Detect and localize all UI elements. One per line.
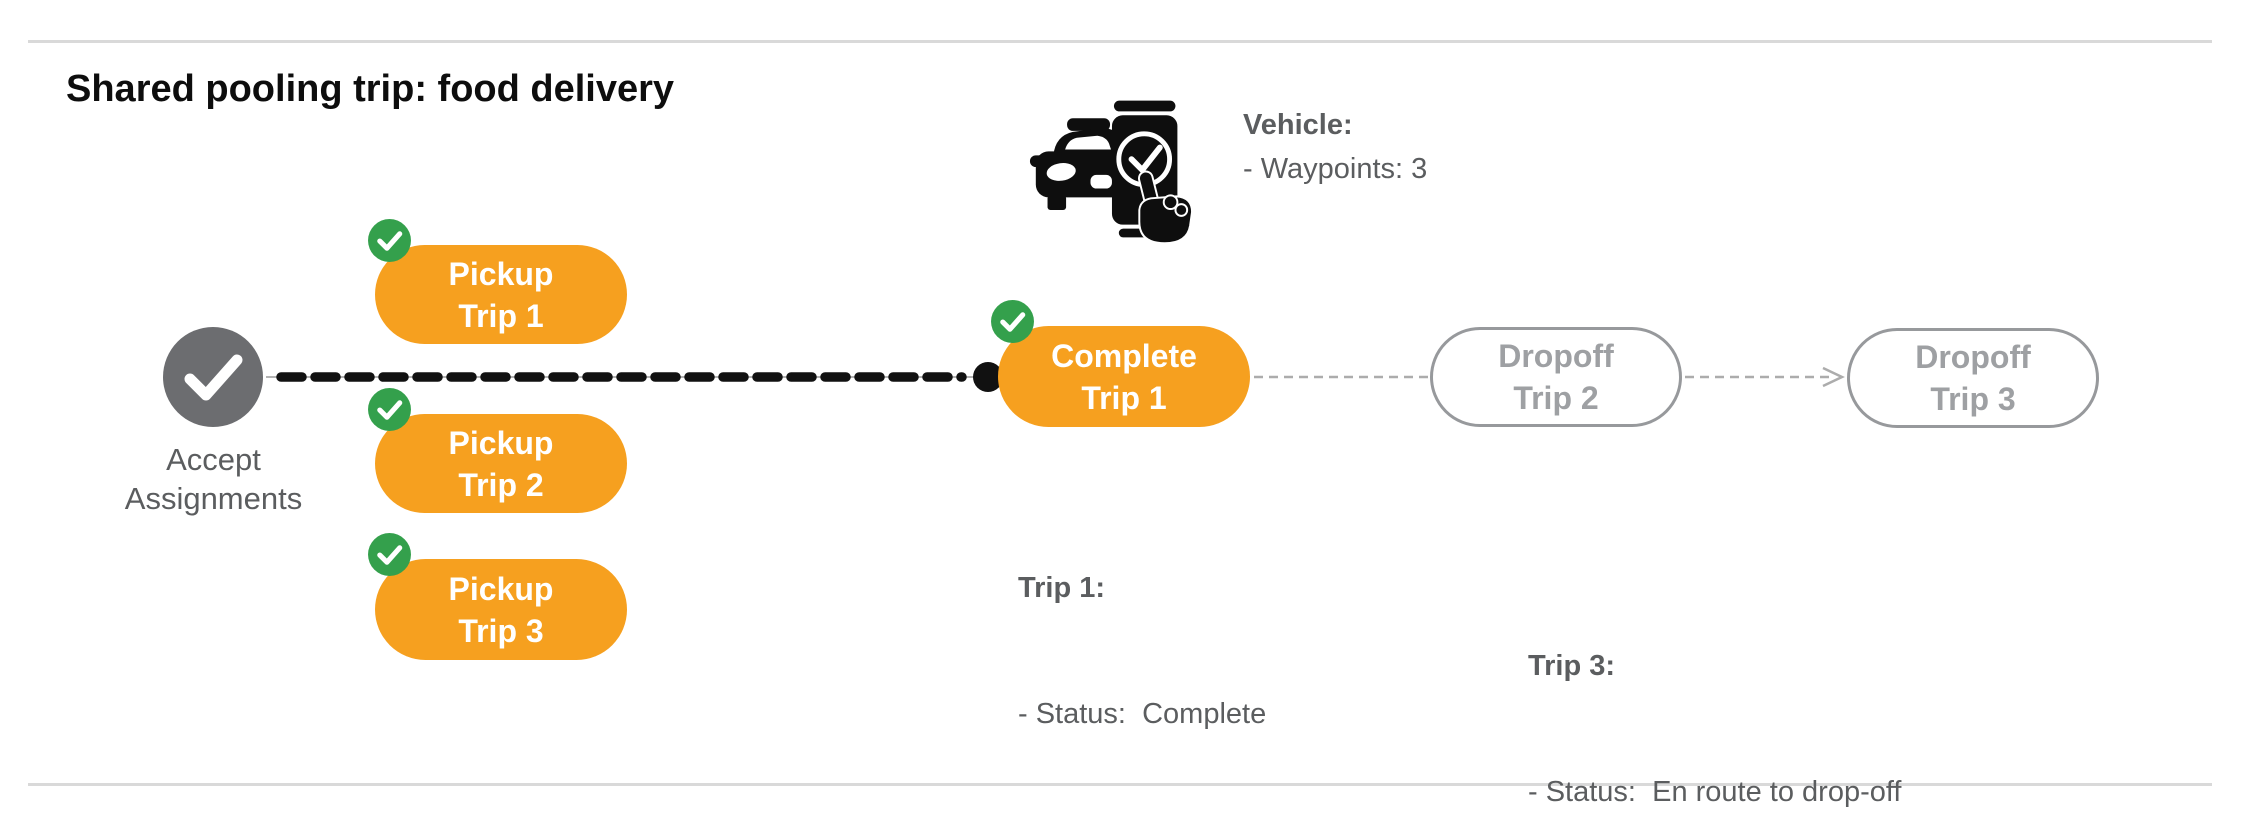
check-badge-icon	[991, 300, 1034, 343]
trip-status-block-right: Trip 3: - Status: En route to drop-off -…	[1528, 561, 1901, 825]
arrowhead-icon	[1822, 366, 1845, 388]
pill-label: Pickup	[448, 424, 554, 461]
bottom-divider	[28, 783, 2212, 786]
trip1-status-line: - Status: Complete	[1018, 698, 1267, 730]
vehicle-info: Vehicle: - Waypoints: 3	[1243, 103, 1427, 191]
top-divider	[28, 40, 2212, 43]
node-pickup-trip-2: Pickup Trip 2	[368, 388, 627, 513]
check-badge-icon	[368, 388, 411, 431]
accept-check-icon	[163, 327, 263, 427]
trip3-heading: Trip 3:	[1528, 650, 1616, 682]
check-badge-icon	[368, 533, 411, 576]
trip1-heading: Trip 1:	[1018, 572, 1106, 604]
accept-assignments-label: Accept Assignments	[56, 440, 371, 518]
trip3-status-line: - Status: En route to drop-off	[1528, 776, 1902, 808]
accept-label-line: Assignments	[124, 481, 303, 516]
trip-status-block-left: Trip 1: - Status: Complete - Remaining w…	[1018, 483, 1391, 825]
pill-label: Trip 2	[458, 466, 544, 503]
check-badge-icon	[368, 219, 411, 262]
node-pickup-trip-3: Pickup Trip 3	[368, 533, 627, 660]
pill-label: Trip 3	[458, 612, 544, 649]
pill-label: Trip 3	[1930, 381, 2016, 417]
pill-label: Trip 2	[1513, 380, 1599, 416]
accept-label-line: Accept	[166, 442, 261, 477]
pill-label: Pickup	[448, 570, 554, 607]
pill-label: Trip 1	[458, 297, 544, 334]
node-complete-trip-1: Complete Trip 1	[991, 300, 1250, 427]
vehicle-label: Vehicle:	[1243, 109, 1353, 141]
node-pickup-trip-1: Pickup Trip 1	[368, 219, 627, 344]
node-dropoff-trip-2: Dropoff Trip 2	[1430, 327, 1682, 427]
vehicle-waypoints: - Waypoints: 3	[1243, 153, 1428, 185]
pill-label: Dropoff	[1915, 339, 2031, 375]
pill-label: Trip 1	[1081, 379, 1167, 416]
pill-label: Complete	[1051, 337, 1197, 374]
trip1-waypoints-line: - Remaining waypoints: 0	[1018, 819, 1391, 825]
page-title: Shared pooling trip: food delivery	[66, 68, 675, 110]
car-phone-check-icon	[1029, 100, 1194, 245]
pill-label: Pickup	[448, 255, 554, 292]
pill-label: Dropoff	[1498, 338, 1614, 374]
node-dropoff-trip-3: Dropoff Trip 3	[1847, 328, 2099, 428]
